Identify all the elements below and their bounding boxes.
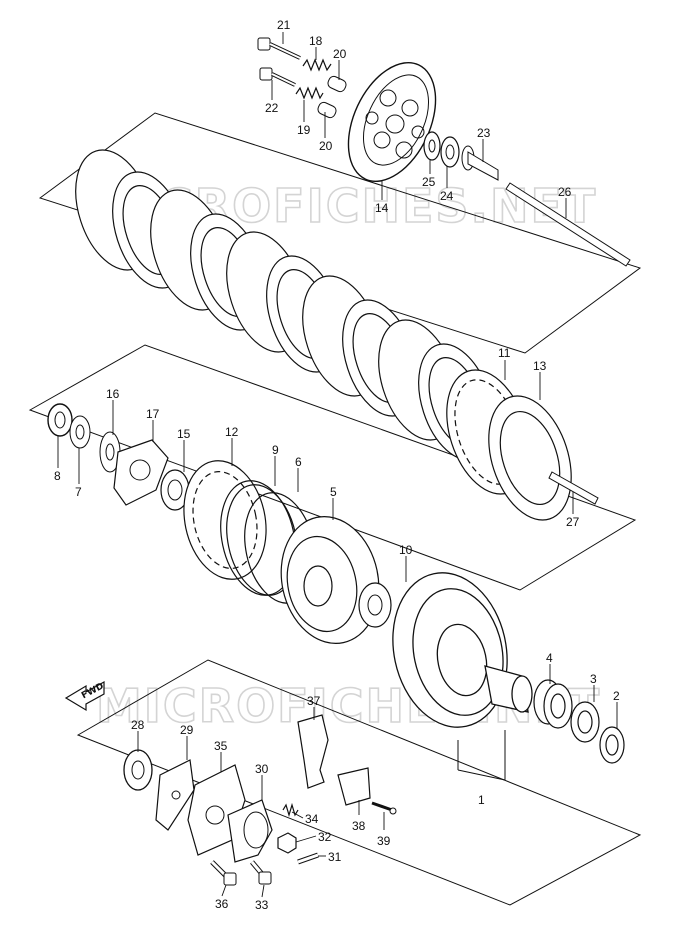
callout-10: 10 [399,543,413,557]
primary-driven-gear-assy-1 [392,572,533,728]
callout-4: 4 [546,651,553,665]
callout-37: 37 [307,694,321,708]
spring-15 [160,469,190,511]
clutch-plate-stack [75,149,494,461]
callout-8: 8 [54,469,61,483]
callout-16: 16 [106,387,120,401]
push-piece-23 [461,145,499,181]
callout-3: 3 [590,672,597,686]
bracket-29 [155,759,195,831]
seat-17 [113,439,169,506]
callout-7: 7 [75,485,82,499]
bolt-33 [250,860,272,885]
screw-39 [371,801,397,815]
clutch-spring-19 [295,86,324,100]
leader-lines [57,32,618,898]
spring-washer-20-upper [327,75,347,93]
washer-7 [69,415,91,449]
spring-34 [282,802,299,818]
plate-37 [297,714,329,789]
callout-21: 21 [277,18,291,32]
callout-24: 24 [440,189,454,203]
release-group-frame [76,659,642,906]
spacer-3 [570,701,600,743]
callout-39: 39 [377,834,391,848]
stud-31 [297,852,319,865]
callout-20-upper: 20 [333,47,347,61]
callout-38: 38 [352,819,366,833]
callout-25: 25 [422,175,436,189]
callout-36: 36 [215,897,229,911]
callout-17: 17 [146,407,160,421]
fwd-arrow-icon: FWD [64,680,106,712]
callout-12: 12 [225,425,239,439]
clutch-release-30 [227,799,273,863]
clutch-spring-bolt-22 [259,67,296,87]
callout-28: 28 [131,718,145,732]
callout-30: 30 [255,762,269,776]
callout-2: 2 [613,689,620,703]
pressure-plate [347,61,437,183]
callout-14: 14 [375,201,389,215]
callout-31: 31 [328,850,342,864]
nut-32 [277,832,297,854]
bracket-38 [337,767,371,806]
callout-35: 35 [214,739,228,753]
plate-12 [183,460,267,580]
needle-bearing-4 [533,679,573,729]
washer-25 [423,131,441,161]
callout-33: 33 [255,898,269,912]
callout-34: 34 [305,812,319,826]
washer-10 [358,582,392,628]
callout-29: 29 [180,723,194,737]
callout-9: 9 [272,443,279,457]
shaft-27 [548,471,599,505]
nut-8 [47,403,73,437]
clutch-spring-bolt-21 [257,37,301,60]
callout-32: 32 [318,830,332,844]
callout-18: 18 [309,34,323,48]
callout-11: 11 [498,346,511,360]
bolt-36 [210,860,237,886]
callout-22: 22 [265,101,279,115]
leader-1-bottom [457,769,506,781]
push-rod-26 [505,182,631,267]
callout-1: 1 [478,793,485,807]
callout-13: 13 [533,359,547,373]
callout-5: 5 [330,485,337,499]
clutch-sleeve-hub-5 [280,516,380,644]
callouts: 21 18 20 22 19 20 23 25 24 26 14 11 13 1… [54,18,620,912]
spring-washer-20-lower [317,101,337,119]
callout-15: 15 [177,427,191,441]
callout-6: 6 [295,455,302,469]
callout-23: 23 [477,126,491,140]
drive-plate-13 [488,395,572,521]
callout-27: 27 [566,515,580,529]
callout-26: 26 [558,185,572,199]
bearing-24 [440,136,460,168]
callout-20-lower: 20 [319,139,333,153]
clutch-spring-18 [302,58,332,72]
clutch-hub-group-frame [28,344,637,591]
thrust-washer-2 [599,726,625,764]
callout-19: 19 [297,123,311,137]
oil-seal-28 [123,749,153,791]
